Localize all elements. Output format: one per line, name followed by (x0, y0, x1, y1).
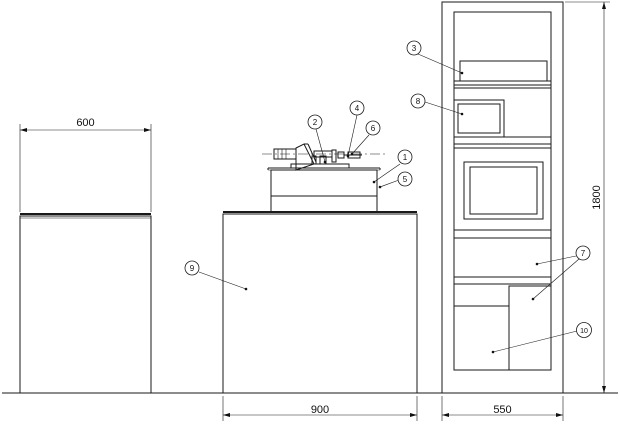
svg-text:7: 7 (581, 249, 586, 258)
left-cabinet (19, 213, 152, 394)
svg-text:6: 6 (371, 124, 376, 133)
svg-text:1: 1 (403, 153, 408, 162)
dimension-cabinet-width: 600 (19, 117, 152, 212)
test-fixture (262, 143, 388, 213)
svg-text:8: 8 (416, 97, 421, 106)
callout-7: 7 (575, 245, 591, 261)
svg-text:3: 3 (412, 44, 417, 53)
dimension-label-600: 600 (76, 117, 94, 129)
callout-6: 6 (365, 120, 381, 136)
dimension-label-900: 900 (311, 404, 329, 416)
callout-leaders (198, 53, 580, 353)
dimension-rack-width: 550 (441, 396, 564, 421)
callout-3: 3 (406, 40, 422, 56)
callout-dots (244, 71, 539, 354)
callout-1: 1 (397, 149, 413, 165)
svg-text:4: 4 (355, 104, 360, 113)
dimension-rack-height: 1800 (565, 1, 610, 394)
svg-text:2: 2 (313, 118, 318, 127)
callout-4: 4 (349, 100, 365, 116)
dimension-bench-width: 900 (222, 396, 418, 421)
svg-text:5: 5 (403, 175, 408, 184)
dimension-label-550: 550 (493, 404, 511, 416)
instrument-rack (441, 1, 564, 394)
callout-2: 2 (307, 114, 323, 130)
svg-text:10: 10 (580, 328, 588, 335)
callout-10: 10 (576, 322, 592, 338)
bench (222, 211, 418, 394)
svg-text:9: 9 (190, 264, 195, 273)
callout-9: 9 (184, 260, 200, 276)
callout-8: 8 (410, 93, 426, 109)
dimension-label-1800: 1800 (591, 185, 603, 209)
callout-5: 5 (397, 171, 413, 187)
